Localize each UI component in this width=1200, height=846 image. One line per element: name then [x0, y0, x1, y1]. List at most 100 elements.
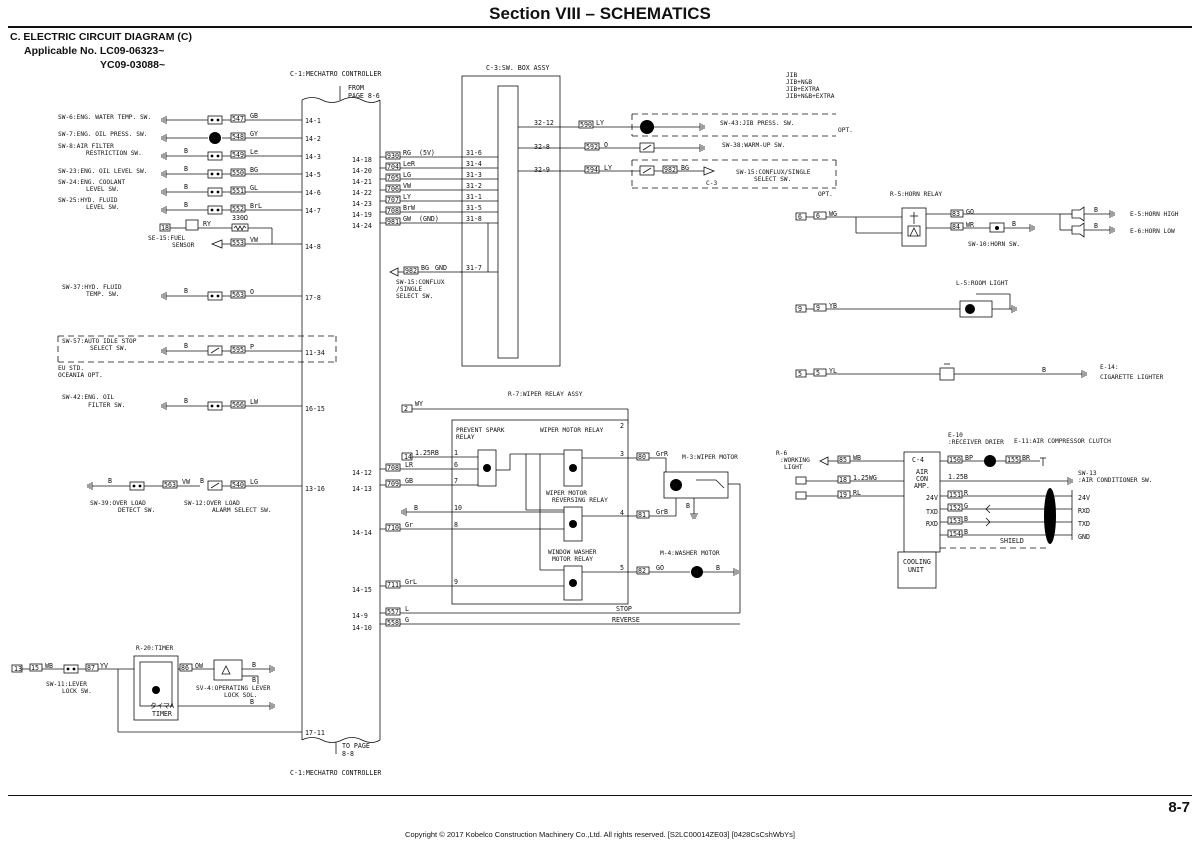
- svg-text:CON: CON: [916, 475, 928, 483]
- sw42-wire: 566: [232, 401, 244, 409]
- fuel-color: VW: [250, 236, 258, 244]
- sw24-color: GL: [250, 184, 258, 192]
- sw37-row: SW-37:HYD. FLUID TEMP. SW. B 563 O 17-8: [62, 284, 321, 302]
- svg-text:19: 19: [839, 491, 847, 499]
- svg-text:982: 982: [664, 166, 676, 174]
- svg-text:JIB: JIB: [786, 72, 797, 79]
- svg-text:SW-11:LEVER: SW-11:LEVER: [46, 681, 87, 688]
- from-page-label: FROM: [348, 84, 364, 92]
- svg-text:MOTOR RELAY: MOTOR RELAY: [552, 556, 593, 563]
- sw24-pin: 14-6: [305, 189, 321, 197]
- svg-text:BP: BP: [965, 454, 973, 462]
- svg-text:710: 710: [387, 524, 399, 532]
- svg-text:RXD: RXD: [926, 520, 938, 528]
- svg-text:M-3:WIPER MOTOR: M-3:WIPER MOTOR: [682, 454, 738, 461]
- sw6-label: SW-6:ENG. WATER TEMP. SW.: [58, 114, 151, 121]
- svg-text:C-3: C-3: [706, 180, 717, 187]
- svg-text:RG: RG: [403, 149, 411, 157]
- svg-text:1: 1: [454, 449, 458, 457]
- svg-text:VW: VW: [403, 182, 411, 190]
- svg-text:R-6: R-6: [776, 450, 787, 457]
- svg-text:GO: GO: [656, 564, 664, 572]
- sw23-pin: 14-5: [305, 171, 321, 179]
- svg-text:Gr: Gr: [405, 521, 413, 529]
- sw12-label: SW-12:OVER LOAD: [184, 500, 240, 507]
- svg-text:14-18: 14-18: [352, 156, 372, 164]
- svg-text:RELAY: RELAY: [456, 434, 475, 441]
- svg-text:14-15: 14-15: [352, 586, 372, 594]
- svg-text:707: 707: [387, 196, 399, 204]
- aircon-circuit: R-6 :WORKING LIGHT 85 WB 18 1.25WG 19 RL…: [776, 432, 1153, 589]
- svg-text:CIGARETTE LIGHTER: CIGARETTE LIGHTER: [1100, 374, 1164, 381]
- svg-text:SV-4:OPERATING LEVER: SV-4:OPERATING LEVER: [196, 685, 271, 692]
- svg-text:SW-43:JIB PRESS. SW.: SW-43:JIB PRESS. SW.: [720, 120, 795, 127]
- svg-text:(5V): (5V): [419, 149, 435, 157]
- svg-text:REVERSING RELAY: REVERSING RELAY: [552, 497, 608, 504]
- svg-text:JIB+N&B: JIB+N&B: [786, 79, 812, 86]
- svg-text:G: G: [405, 616, 409, 624]
- svg-text:SW-13: SW-13: [1078, 470, 1097, 477]
- sw12-color: LG: [250, 478, 258, 486]
- svg-text:REVERSE: REVERSE: [612, 616, 640, 624]
- sw7-color: GY: [250, 130, 258, 138]
- page-number: 8-7: [1168, 799, 1190, 816]
- svg-text:E-5:HORN HIGH: E-5:HORN HIGH: [1130, 211, 1179, 218]
- jib-legend: JIB JIB+N&B JIB+EXTRA JIB+N&B+EXTRA: [786, 72, 835, 100]
- copyright-notice: Copyright © 2017 Kobelco Construction Ma…: [405, 830, 795, 839]
- svg-text:B: B: [1094, 206, 1098, 214]
- sw7-wire: 548: [232, 133, 244, 141]
- svg-text:31-3: 31-3: [466, 171, 482, 179]
- svg-text:14-19: 14-19: [352, 211, 372, 219]
- svg-text:GrR: GrR: [656, 450, 668, 458]
- sw7-row: SW-7:ENG. OIL PRESS. SW. 548 GY 14-2: [58, 130, 321, 144]
- svg-text:R: R: [964, 489, 968, 497]
- svg-text:B: B: [716, 564, 720, 572]
- fuel-resistor: 330Ω: [232, 214, 248, 222]
- footer-rule: [8, 795, 1192, 796]
- svg-text:31-1: 31-1: [466, 193, 482, 201]
- svg-text:GrL: GrL: [405, 578, 417, 586]
- from-page-ref: PAGE 8-6: [348, 92, 380, 100]
- svg-text:709: 709: [387, 480, 399, 488]
- stop-reverse-rows: 14-9 557 L STOP 14-10 558 G REVERSE: [352, 483, 741, 632]
- svg-text:COOLING: COOLING: [903, 558, 931, 566]
- sw8-label-2: RESTRICTION SW.: [86, 150, 142, 157]
- sw7-pin: 14-2: [305, 135, 321, 143]
- svg-text:GW: GW: [403, 215, 411, 223]
- svg-text:LOCK SW.: LOCK SW.: [62, 688, 92, 695]
- svg-text:BR: BR: [1022, 454, 1030, 462]
- svg-text:8: 8: [454, 521, 458, 529]
- svg-text:R-7:WIPER RELAY ASSY: R-7:WIPER RELAY ASSY: [508, 391, 583, 398]
- svg-text:24V: 24V: [926, 494, 938, 502]
- sw57-note-1: EU STD.: [58, 365, 84, 372]
- svg-text:706: 706: [387, 185, 399, 193]
- c3-label: C-3:SW. BOX ASSY: [486, 64, 550, 72]
- sw37-color: O: [250, 288, 254, 296]
- fuel-label: SE-15:FUEL: [148, 235, 186, 242]
- sw39-label: SW-39:OVER LOAD: [90, 500, 146, 507]
- svg-text:RL: RL: [853, 489, 861, 497]
- sw8-pin: 14-3: [305, 153, 321, 161]
- svg-text:85: 85: [839, 456, 847, 464]
- svg-text:TXD: TXD: [1078, 520, 1090, 528]
- svg-text:31-7: 31-7: [466, 264, 482, 272]
- sw57-row: SW-57:AUTO IDLE STOP SELECT SW. B 595 P …: [57, 335, 337, 379]
- svg-text:TXD: TXD: [926, 508, 938, 516]
- to-page-ref: 8-8: [342, 750, 354, 758]
- svg-text:B: B: [252, 661, 256, 669]
- sw57-note-2: OCEANIA OPT.: [58, 372, 103, 379]
- svg-text:STOP: STOP: [616, 605, 632, 613]
- svg-text:150: 150: [949, 456, 961, 464]
- svg-text:592: 592: [586, 143, 598, 151]
- svg-text:31-2: 31-2: [466, 182, 482, 190]
- cigarette-lighter-circuit: 5 5 YL B E-14: CIGARETTE LIGHTER: [795, 363, 1164, 381]
- sw23-label: SW-23:ENG. OIL LEVEL SW.: [58, 168, 147, 175]
- sw42-label: SW-42:ENG. OIL: [62, 394, 114, 401]
- svg-text:WIPER MOTOR: WIPER MOTOR: [546, 490, 587, 497]
- svg-text:1.25WG: 1.25WG: [853, 474, 877, 482]
- svg-text:G: G: [964, 502, 968, 510]
- svg-text:SW-10:HORN SW.: SW-10:HORN SW.: [968, 241, 1020, 248]
- svg-text:10: 10: [454, 504, 462, 512]
